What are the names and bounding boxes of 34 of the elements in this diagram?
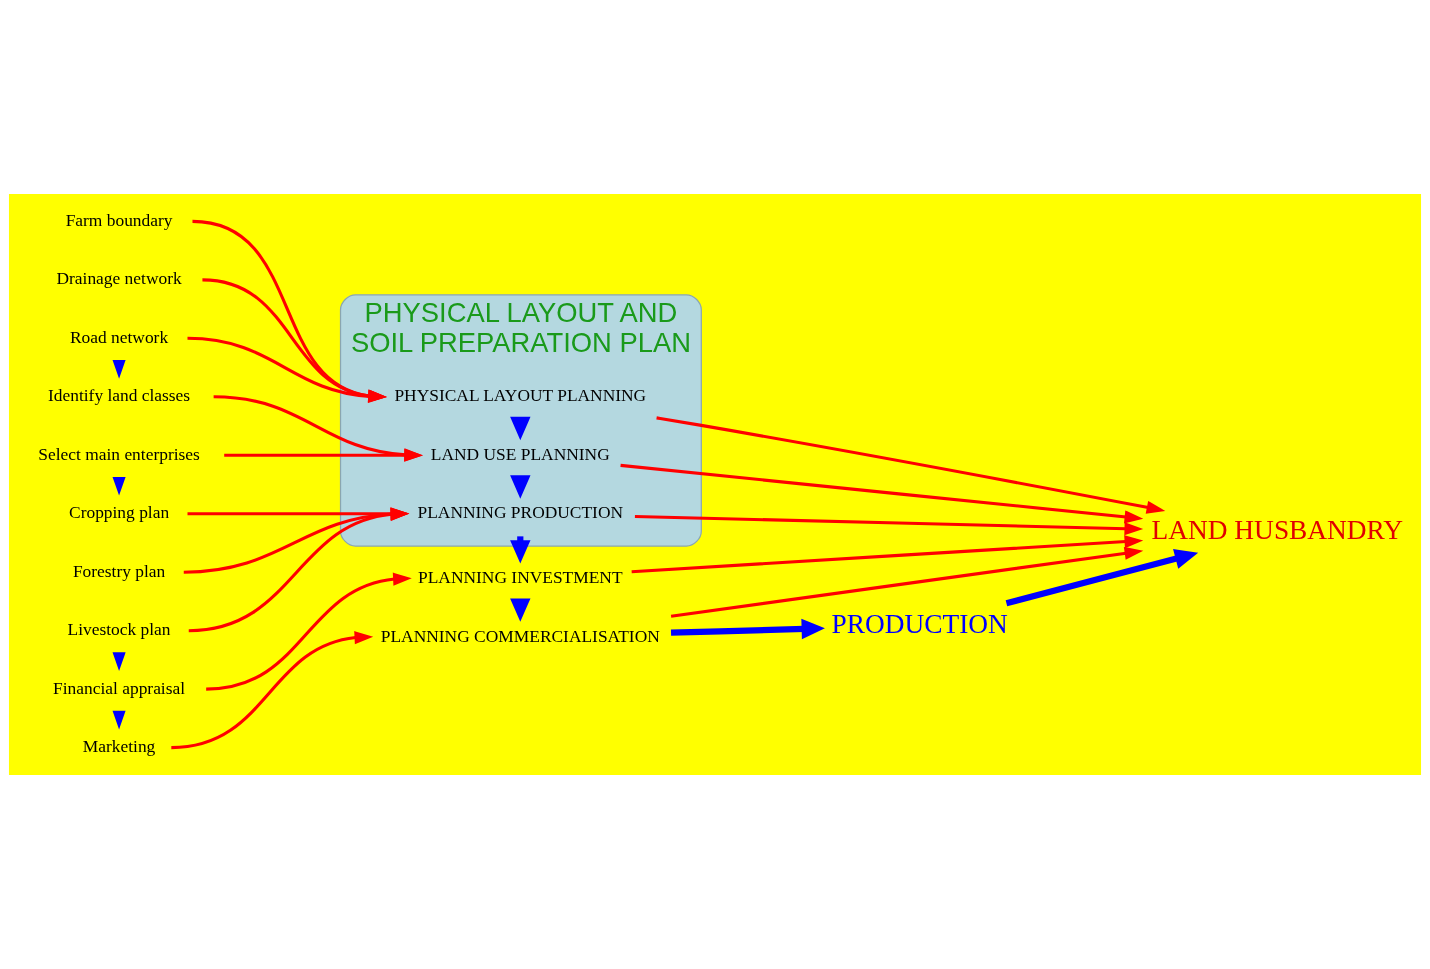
arrow (634, 515, 1144, 536)
arrow (1005, 548, 1199, 607)
node-text: LAND USE PLANNING (430, 443, 610, 464)
node-text: Road network (70, 326, 169, 347)
node-text: Forestry plan (72, 560, 166, 581)
node-text: LAND HUSBANDRY (1151, 515, 1404, 546)
node-text: PLANNING INVESTMENT (418, 567, 623, 588)
arrow (670, 618, 825, 640)
arrow (202, 278, 387, 403)
node-text: Financial appraisal (53, 677, 186, 698)
arrow (171, 631, 374, 750)
arrow (183, 507, 410, 574)
arrow (620, 463, 1144, 524)
arrow (187, 507, 410, 521)
arrow (206, 572, 412, 691)
arrow (224, 448, 423, 462)
arrow (187, 336, 387, 403)
arrow (670, 546, 1144, 618)
arrow (656, 416, 1166, 514)
node-text: Drainage network (56, 268, 182, 289)
node-text: PRODUCTION (831, 608, 1008, 639)
node-text: Livestock plan (67, 619, 171, 640)
arrow (213, 395, 423, 462)
node-text: Farm boundary (65, 209, 173, 230)
node-text: Marketing (82, 736, 156, 757)
node-text: PHYSICAL LAYOUT PLANNING (394, 385, 647, 406)
arrow (192, 219, 387, 403)
node-text: Identify land classes (48, 385, 191, 406)
node-text: PLANNING PRODUCTION (417, 502, 624, 523)
node-text: PLANNING COMMERCIALISATION (380, 625, 660, 646)
arrow (631, 535, 1144, 574)
node-text: Cropping plan (69, 502, 170, 523)
node-text: Select main enterprises (38, 443, 200, 464)
arrow (188, 507, 410, 633)
